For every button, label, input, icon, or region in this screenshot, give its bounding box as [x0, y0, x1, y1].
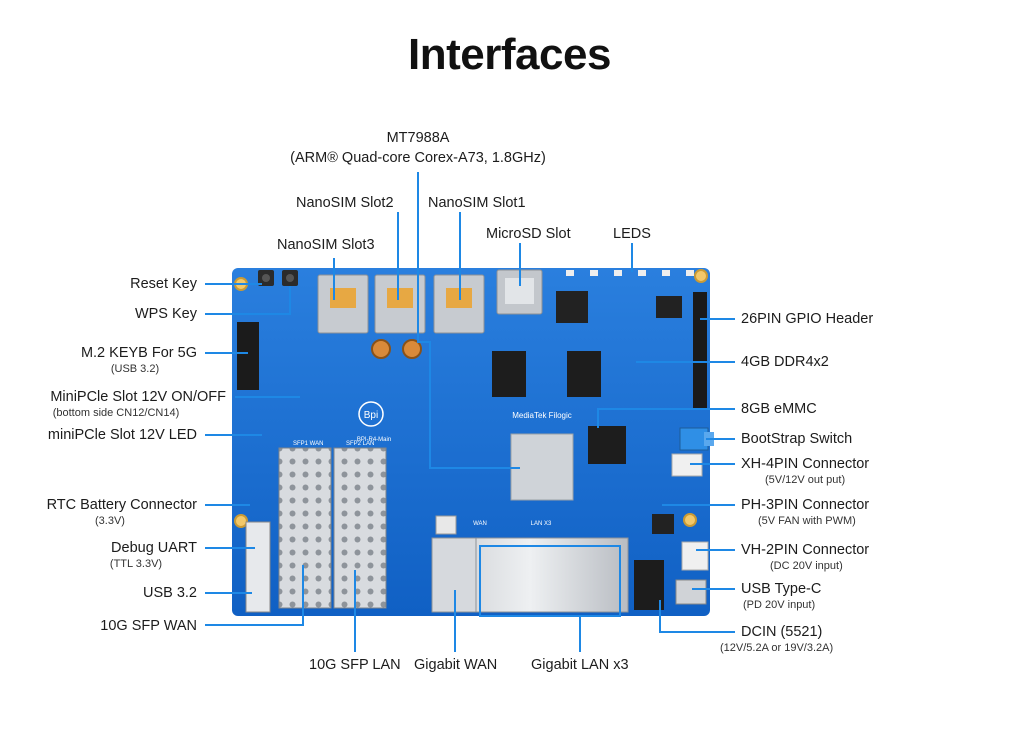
label-sfp-lan: 10G SFP LAN — [309, 657, 401, 673]
board-model-print: BPI-R4-Main — [357, 437, 391, 443]
leader-chip — [417, 172, 520, 469]
label-microsd: MicroSD Slot — [486, 226, 571, 242]
label-nanosim3: NanoSIM Slot3 — [277, 237, 375, 253]
label-m2: M.2 KEYB For 5G — [80, 345, 197, 361]
label-reset-key: Reset Key — [130, 276, 197, 292]
label-minipcie-led: miniPCle Slot 12V LED — [47, 427, 197, 443]
label-gpio: 26PIN GPIO Header — [741, 311, 874, 327]
wan-print: WAN — [473, 521, 487, 527]
label-gbe-wan: Gigabit WAN — [414, 657, 498, 673]
label-ph3-sub: (5V FAN with PWM) — [758, 515, 856, 527]
soc-brand-print: MediaTek Filogic — [512, 411, 572, 420]
label-emmc: 8GB eMMC — [741, 401, 817, 417]
label-uart-sub: (TTL 3.3V) — [109, 558, 163, 570]
label-ddr: 4GB DDR4x2 — [741, 354, 829, 370]
board-logo-print: Bpi — [364, 410, 378, 421]
label-xh4: XH-4PIN Connector — [741, 456, 870, 472]
lan-print: LAN X3 — [531, 521, 552, 527]
label-xh4-sub: (5V/12V out put) — [765, 474, 846, 486]
leader-emmc — [597, 408, 735, 428]
label-rtc: RTC Battery Connector — [46, 497, 197, 513]
leader-sfp-wan — [205, 565, 304, 626]
label-bootstrap: BootStrap Switch — [741, 431, 853, 447]
label-chip-name: MT7988A — [386, 130, 450, 146]
label-chip-desc: (ARM® Quad-core Corex-A73, 1.8GHz) — [290, 150, 546, 166]
label-usbc: USB Type-C — [741, 581, 822, 597]
label-nanosim1: NanoSIM Slot1 — [428, 195, 526, 211]
label-sfp-wan: 10G SFP WAN — [100, 618, 197, 634]
label-m2-sub: (USB 3.2) — [110, 363, 160, 375]
leader-dcin — [659, 600, 735, 633]
label-ph3: PH-3PIN Connector — [741, 497, 870, 513]
label-usbc-sub: (PD 20V input) — [743, 599, 816, 611]
label-dcin-sub: (12V/5.2A or 19V/3.2A) — [720, 642, 834, 654]
page-title: Interfaces — [408, 30, 611, 79]
sfp2-print: SFP2 LAN — [346, 441, 374, 447]
label-vh2: VH-2PIN Connector — [741, 542, 870, 558]
label-usb32: USB 3.2 — [143, 585, 197, 601]
label-rtc-sub: (3.3V) — [95, 515, 125, 527]
label-minipcie-onoff: MiniPCle Slot 12V ON/OFF — [50, 389, 226, 405]
label-gbe-lan: Gigabit LAN x3 — [531, 657, 629, 673]
leader-gbe-lan — [479, 545, 621, 652]
leader-wps — [205, 286, 291, 315]
sfp1-print: SFP1 WAN — [293, 441, 323, 447]
label-minipcie-onoff-sub: (bottom side CN12/CN14) — [52, 407, 180, 419]
label-vh2-sub: (DC 20V input) — [770, 560, 843, 572]
label-leds: LEDS — [613, 226, 651, 242]
label-nanosim2: NanoSIM Slot2 — [296, 195, 394, 211]
label-wps-key: WPS Key — [134, 306, 197, 322]
label-dcin: DCIN (5521) — [741, 624, 823, 640]
label-uart: Debug UART — [111, 540, 197, 556]
